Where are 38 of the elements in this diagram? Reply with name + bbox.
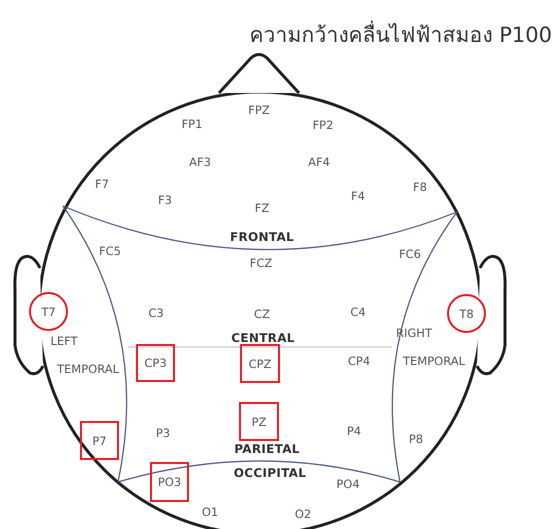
electrode-label: FZ: [254, 201, 270, 215]
electrode-label: O1: [202, 505, 218, 519]
highlighted-electrode-frame: P7: [80, 421, 119, 460]
electrode-label: P4: [346, 424, 362, 438]
electrode-label: F4: [351, 189, 365, 203]
electrode-label: F7: [95, 177, 109, 191]
highlighted-electrode-circle: T8: [447, 294, 486, 333]
highlighted-electrode-circle: T7: [29, 292, 68, 331]
highlighted-electrode-frame: PO3: [150, 462, 189, 502]
electrode-label: PO4: [336, 477, 360, 491]
highlighted-electrode-frame: CP3: [136, 344, 175, 382]
region-label: PARIETAL: [234, 442, 300, 456]
electrode-label: CZ: [254, 307, 270, 321]
electrode-label: AF4: [308, 155, 330, 169]
electrode-label: CP4: [348, 354, 370, 368]
electrode-label: FC6: [399, 247, 421, 261]
region-label: FRONTAL: [230, 230, 294, 244]
highlighted-electrode-frame: CPZ: [240, 344, 280, 383]
region-label: OCCIPITAL: [234, 466, 306, 480]
electrode-label: FCZ: [250, 256, 272, 270]
electrode-label: P8: [408, 432, 424, 446]
electrode-label: AF3: [189, 155, 211, 169]
electrode-label: C4: [350, 305, 366, 319]
electrode-label: C3: [148, 306, 164, 320]
electrode-label: FP1: [182, 117, 202, 131]
electrode-label: O2: [294, 507, 312, 521]
chart-title: ความกว้างคลื่นไฟฟ้าสมอง P100: [250, 18, 552, 51]
electrode-label: FPZ: [248, 103, 270, 117]
electrode-label: FC5: [99, 244, 121, 258]
electrode-label: TEMPORAL: [403, 354, 465, 368]
electrode-label: P3: [156, 426, 170, 440]
region-label: CENTRAL: [231, 331, 295, 345]
electrode-label: F8: [413, 180, 427, 194]
electrode-label: TEMPORAL: [57, 362, 119, 376]
highlighted-electrode-frame: PZ: [239, 402, 279, 441]
electrode-label: LEFT: [50, 334, 78, 348]
electrode-label: FP2: [312, 118, 334, 132]
electrode-label: F3: [158, 193, 172, 207]
